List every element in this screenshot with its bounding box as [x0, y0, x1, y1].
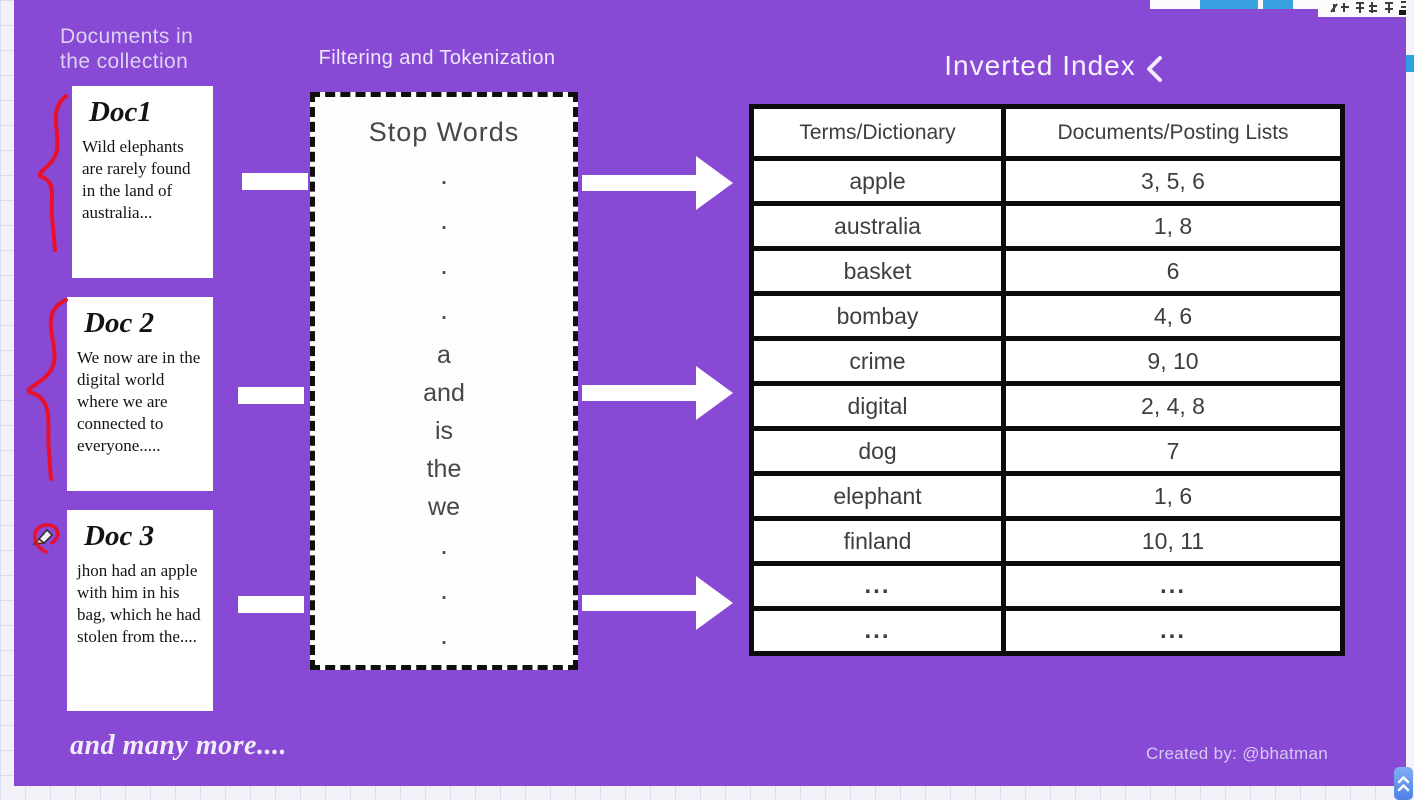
background-blue-tab: [1200, 0, 1258, 9]
arrow-right-icon: [582, 156, 733, 210]
stop-words-title: Stop Words: [368, 117, 520, 147]
doc-card-1: Doc1 Wild elephants are rarely found in …: [72, 86, 213, 278]
stop-words-item: the: [426, 455, 462, 483]
stop-words-item: is: [434, 417, 454, 445]
background-blue-tab: [1263, 0, 1293, 9]
term-cell: apple: [749, 156, 1006, 206]
background-text-glyphs: [1330, 1, 1409, 13]
stop-words-item: and: [423, 379, 465, 407]
term-cell: ...: [749, 561, 1006, 611]
doc-body: Wild elephants are rarely found in the l…: [82, 137, 191, 223]
background-right-strip: [1406, 0, 1414, 800]
doc-card-3: Doc 3 jhon had an apple with him in his …: [67, 510, 213, 711]
term-cell: basket: [749, 246, 1006, 296]
term-cell: dog: [749, 426, 1006, 476]
doc-body: jhon had an apple with him in his bag, w…: [77, 561, 201, 647]
stop-words-item: .: [441, 168, 447, 189]
term-cell: ...: [749, 606, 1006, 656]
connector-bar-doc2: [238, 387, 304, 404]
term-cell: crime: [749, 336, 1006, 386]
doc-card-2: Doc 2 We now are in the digital world wh…: [67, 297, 213, 491]
inverted-index-heading: Inverted Index: [944, 50, 1136, 81]
stop-words-list: . . . . a and is the we . . .: [315, 156, 573, 661]
inverted-index-table: Terms/Dictionary Documents/Posting Lists…: [749, 104, 1345, 656]
postings-cell: 7: [1001, 426, 1345, 476]
credit-text: Created by: @bhatman: [1145, 744, 1329, 763]
term-cell: australia: [749, 201, 1006, 251]
postings-cell: 10, 11: [1001, 516, 1345, 566]
term-cell: digital: [749, 381, 1006, 431]
background-blue-bar: [1406, 55, 1414, 72]
postings-cell: 6: [1001, 246, 1345, 296]
documents-collection-heading: Documents in the collection: [60, 24, 193, 74]
stop-words-item: we: [428, 493, 460, 521]
arrow-right-icon: [582, 366, 733, 420]
doc-title: Doc 3: [84, 520, 155, 552]
arrow-right-icon: [582, 576, 733, 630]
doc-title: Doc1: [89, 96, 152, 128]
table-row: ......: [749, 561, 1345, 611]
heading-line: the collection: [60, 50, 189, 73]
chevron-left-icon: [1147, 56, 1162, 82]
table-header-row: Terms/Dictionary Documents/Posting Lists: [749, 104, 1345, 161]
term-cell: finland: [749, 516, 1006, 566]
stop-words-item: a: [437, 341, 451, 369]
column-header-postings: Documents/Posting Lists: [1001, 104, 1345, 161]
double-chevron-up-icon: [1397, 775, 1410, 791]
postings-cell: ...: [1001, 561, 1345, 611]
connector-bar-doc1: [242, 173, 308, 190]
filtering-tokenization-heading: Filtering and Tokenization: [318, 47, 556, 69]
stop-words-item: .: [441, 628, 447, 649]
doc-title: Doc 2: [84, 307, 155, 339]
heading-line: Documents in: [60, 25, 194, 48]
stop-words-item: .: [441, 303, 447, 324]
postings-cell: 9, 10: [1001, 336, 1345, 386]
stop-words-item: .: [441, 538, 447, 559]
postings-cell: 3, 5, 6: [1001, 156, 1345, 206]
postings-cell: 1, 8: [1001, 201, 1345, 251]
postings-cell: ...: [1001, 606, 1345, 656]
postings-cell: 2, 4, 8: [1001, 381, 1345, 431]
table-row: ......: [749, 606, 1345, 656]
connector-bar-doc3: [238, 596, 304, 613]
doc-body: We now are in the digital world where we…: [77, 348, 201, 456]
stop-words-item: .: [441, 258, 447, 279]
scroll-to-top-button[interactable]: [1394, 767, 1413, 800]
column-header-terms: Terms/Dictionary: [749, 104, 1006, 161]
postings-cell: 4, 6: [1001, 291, 1345, 341]
stop-words-box: Stop Words . . . . a and is the we . . .: [310, 92, 578, 670]
term-cell: bombay: [749, 291, 1006, 341]
stop-words-item: .: [441, 583, 447, 604]
term-cell: elephant: [749, 471, 1006, 521]
stop-words-item: .: [441, 213, 447, 234]
postings-cell: 1, 6: [1001, 471, 1345, 521]
and-many-more-note: and many more....: [70, 730, 287, 761]
